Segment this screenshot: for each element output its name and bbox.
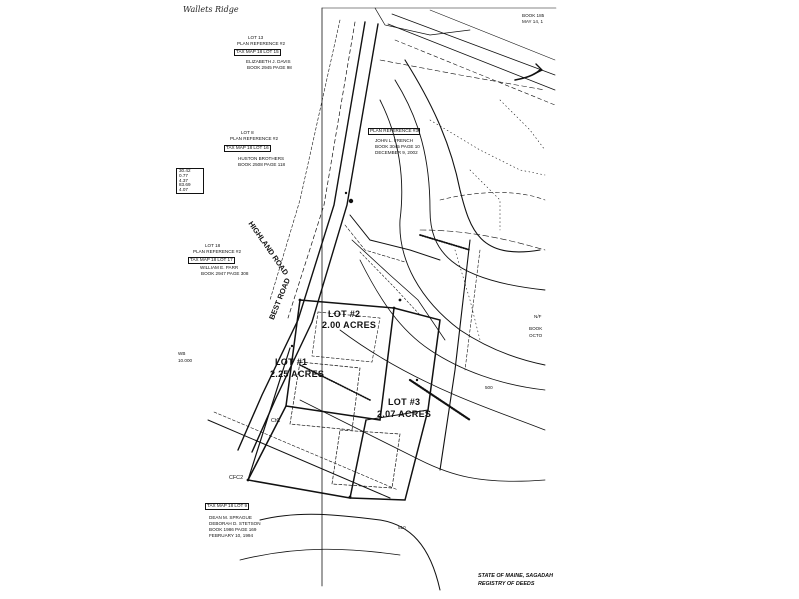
abutter-lot8-lot: LOT 8 [241, 130, 254, 135]
abutter-french-book: BOOK 3045 PAGE 10 [375, 144, 420, 149]
tax-map-tag: TAX MAP 18 LOT 15 [234, 49, 281, 56]
left-edge-fragment: WB [178, 351, 186, 356]
curve-table-cell: 30.42 [179, 168, 191, 173]
road-line-east [251, 23, 379, 453]
abutter-lot8-ref: PLAN REFERENCE #2 [230, 136, 278, 141]
registry-stamp-line1: STATE OF MAINE, SAGADAH [478, 573, 553, 579]
tax-map-tag: TAX MAP 18 LOT 16 [224, 145, 271, 152]
abutter-sprague-owner: DEAN M. SPRAGUE [209, 515, 252, 520]
curve-table-cell: 4.37 [179, 177, 188, 183]
lot2-boundary [285, 299, 395, 421]
abutter-sprague-date: FEBRUARY 10, 1994 [209, 533, 254, 538]
abutter-sprague-book: BOOK 1986 PAGE 169 [209, 527, 257, 532]
abutter-lot13-ref: PLAN REFERENCE #2 [237, 41, 285, 46]
abutter-lot8-book: BOOK 2508 PAGE 118 [238, 162, 286, 167]
abutter-lot13-owner: ELIZABETH J. DAVIS [246, 59, 291, 64]
abutter-lot18-book: BOOK 2947 PAGE 308 [201, 271, 249, 276]
abutter-french-date: DECEMBER 9, 2002 [375, 150, 418, 155]
curve-table-cell: 0.77 [179, 172, 188, 178]
abutter-lot13-lot: LOT 13 [248, 35, 264, 40]
abutter-lot18-ref: PLAN REFERENCE #2 [193, 249, 241, 254]
right-edge-fragment: BOOK 185 [522, 13, 545, 18]
abutter-lot13-book: BOOK 2945 PAGE 98 [247, 65, 292, 70]
contour-label-510: 510 [398, 525, 406, 530]
tax-map-tag: TAX MAP 18 LOT 9 [205, 503, 250, 510]
lot1-name: LOT #1 [275, 357, 308, 367]
abutter-french-owner: JOHN L. FRENCH [375, 138, 414, 143]
left-edge-fragment: 10.000 [178, 358, 193, 363]
abutter-lot18-lot: LOT 18 [205, 243, 221, 248]
curve-table: 30.42 0.77 4.37 83.69 4.07 [176, 168, 204, 195]
road-centerline [287, 21, 356, 319]
right-edge-fragment: MAY 14, 1 [522, 19, 544, 24]
handwritten-title: Wallets Ridge [183, 5, 239, 14]
lot2-name: LOT #2 [328, 309, 361, 319]
curve-table-cell: 4.07 [179, 187, 188, 193]
soil-code-ctc: CtC [271, 418, 281, 424]
curve-table-cell: 83.69 [179, 182, 191, 188]
abutter-lot18-owner: WILLIAM E. PARR [200, 265, 239, 270]
registry-stamp-line2: REGISTRY OF DEEDS [478, 581, 535, 587]
lot2-area: 2.00 ACRES [322, 320, 377, 330]
abutter-french-ref: PLAN REFERENCE #3 [368, 128, 420, 135]
soil-code-cfc2: CFC2 [229, 475, 244, 481]
right-edge-fragment: OCTO [529, 333, 543, 338]
contour-label-500: 500 [485, 385, 493, 390]
tax-map-tag: TAX MAP 18 LOT 17 [188, 257, 235, 264]
right-edge-fragment: N/F [534, 314, 542, 319]
lot1-area: 2.25 ACRES [270, 369, 325, 379]
lot1-boundary [246, 405, 367, 499]
abutter-stetson-owner: DEBORAH D. STETSON [209, 521, 261, 526]
lot3-name: LOT #3 [388, 397, 421, 407]
lot3-area: 2.07 ACRES [377, 409, 432, 419]
abutter-lot8-owner: HUSTON BROTHERS [238, 156, 285, 161]
right-edge-fragment: BOOK [529, 326, 543, 331]
